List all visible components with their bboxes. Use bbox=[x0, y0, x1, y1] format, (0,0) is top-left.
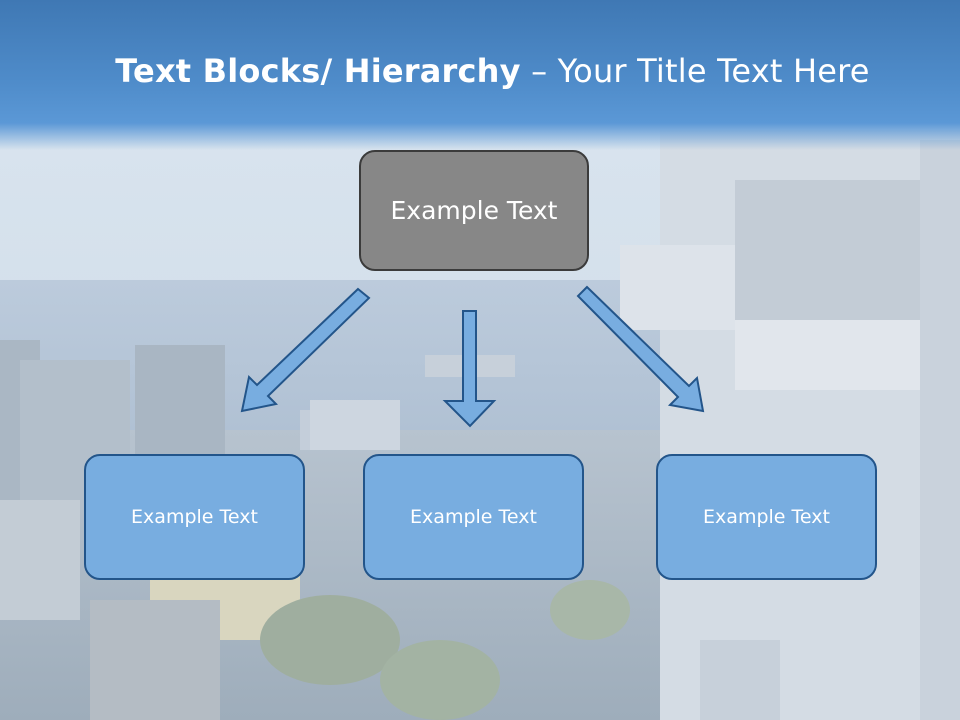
title-bar bbox=[0, 0, 960, 150]
title-bold-part: Text Blocks/ Hierarchy bbox=[115, 52, 521, 90]
top-level-box-label: Example Text bbox=[390, 196, 558, 225]
child-box-right: Example Text bbox=[656, 454, 877, 580]
child-box-left-label: Example Text bbox=[131, 506, 258, 528]
slide-title: Text Blocks/ Hierarchy – Your Title Text… bbox=[0, 52, 960, 90]
child-box-left: Example Text bbox=[84, 454, 305, 580]
title-regular-part: – Your Title Text Here bbox=[520, 52, 870, 90]
top-level-box: Example Text bbox=[359, 150, 589, 271]
child-box-right-label: Example Text bbox=[703, 506, 830, 528]
child-box-center: Example Text bbox=[363, 454, 584, 580]
child-box-center-label: Example Text bbox=[410, 506, 537, 528]
